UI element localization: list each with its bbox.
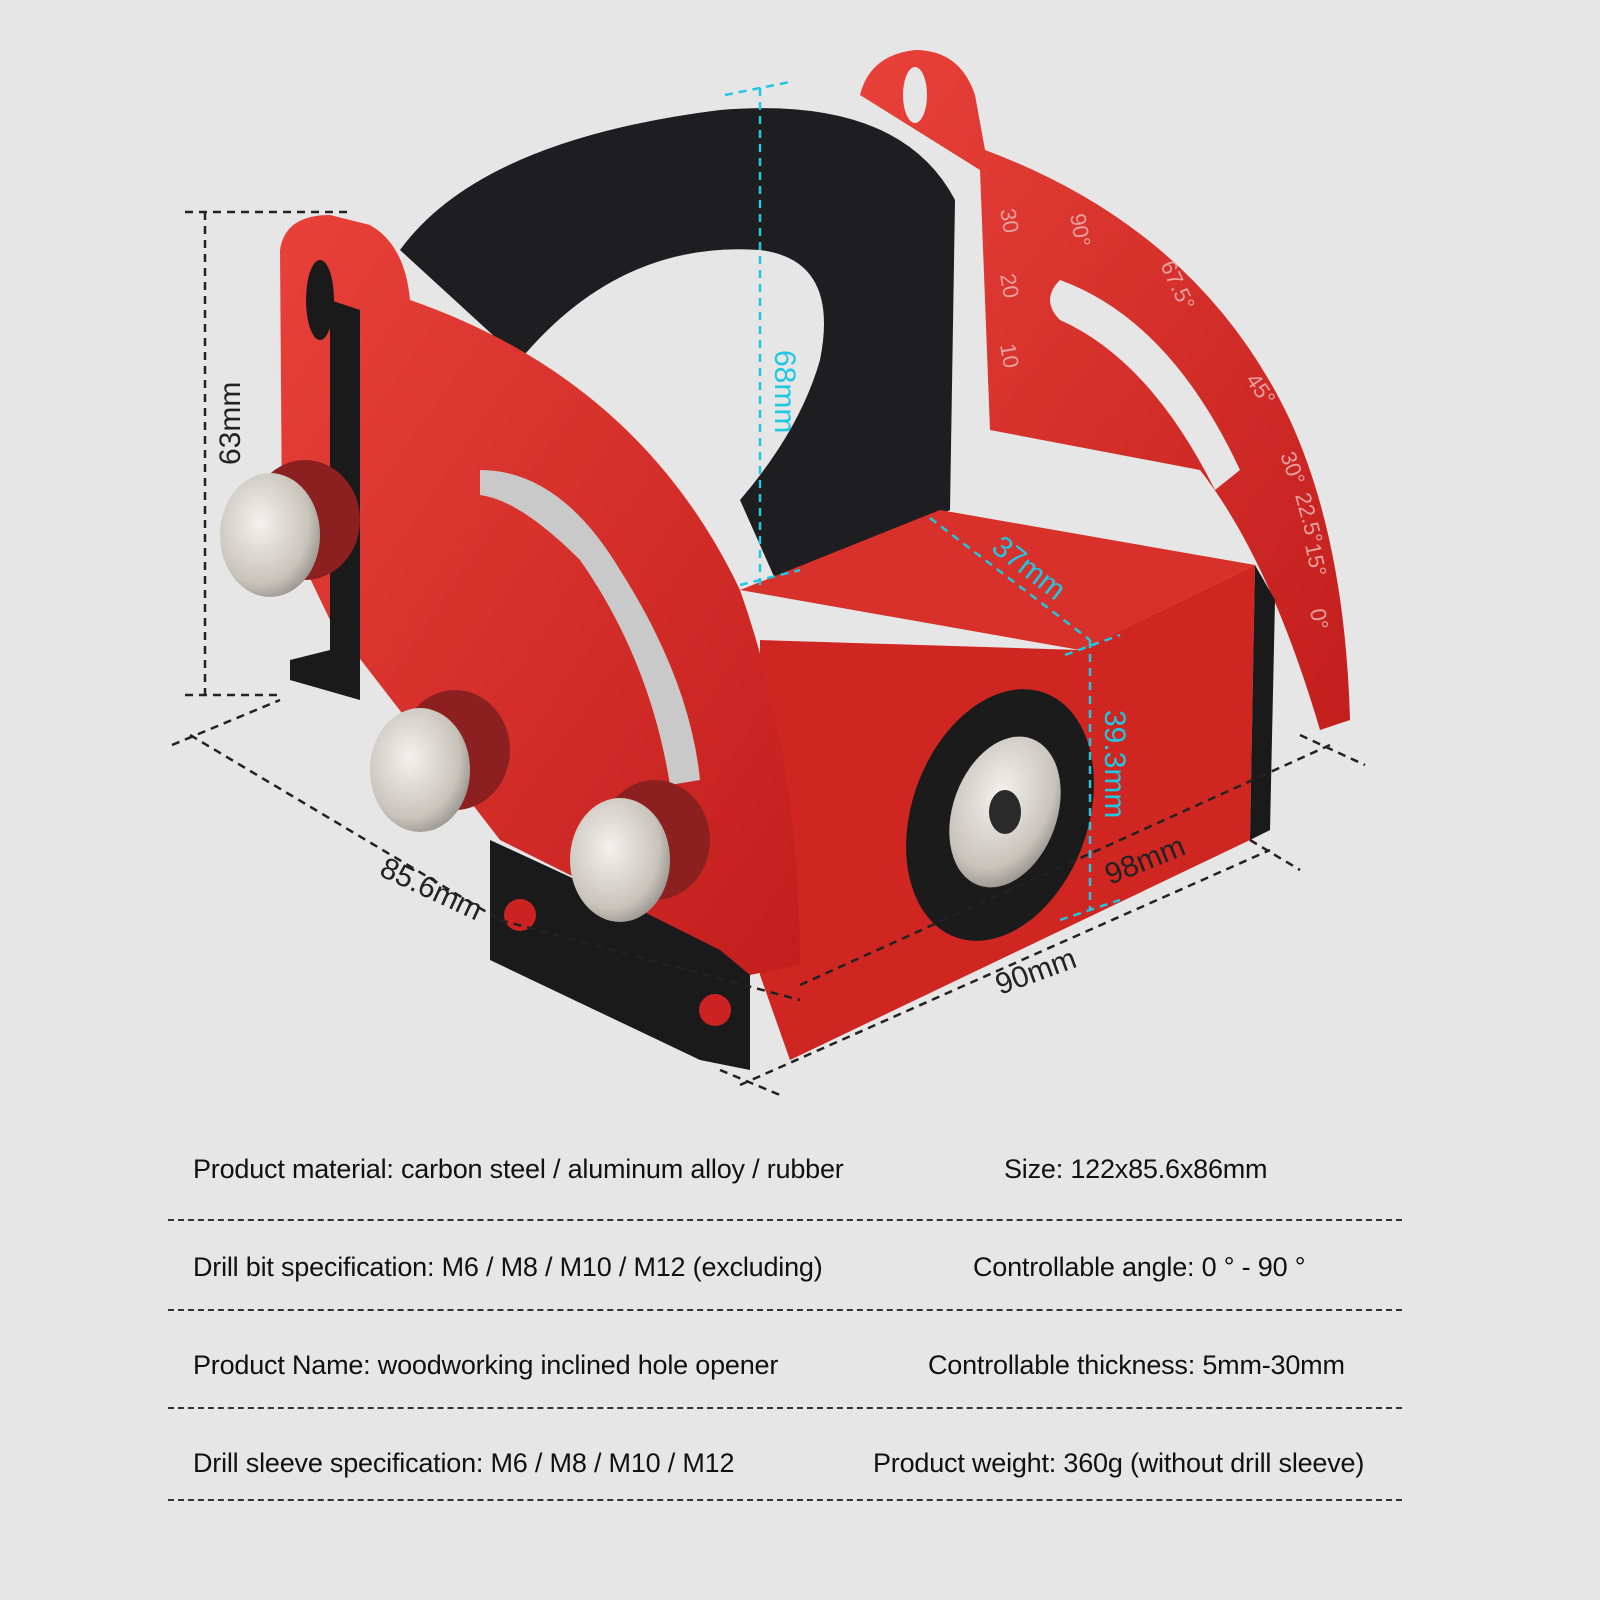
- divider: [168, 1309, 1402, 1311]
- spec-drill-bit: Drill bit specification: M6 / M8 / M10 /…: [193, 1252, 823, 1282]
- spec-name: Product Name: woodworking inclined hole …: [193, 1350, 779, 1380]
- svg-text:0°: 0°: [1305, 607, 1333, 632]
- handle: [400, 108, 955, 590]
- spec-row: Product material: carbon steel / aluminu…: [168, 1154, 1402, 1214]
- dim-39-3mm: 39.3mm: [1098, 710, 1131, 818]
- dim-85-6mm: 85.6mm: [375, 851, 487, 927]
- spec-drill-sleeve: Drill sleeve specification: M6 / M8 / M1…: [193, 1448, 735, 1478]
- divider: [168, 1407, 1402, 1409]
- dim-63mm: 63mm: [214, 382, 247, 465]
- divider: [168, 1219, 1402, 1221]
- knob-2[interactable]: [370, 690, 510, 832]
- product-image: 30 20 10 90° 67.5° 45° 30° 22.5° 15° 0° …: [171, 50, 1366, 1097]
- svg-text:10: 10: [995, 342, 1024, 370]
- knob-3[interactable]: [570, 780, 710, 922]
- spec-weight: Product weight: 360g (without drill slee…: [873, 1448, 1365, 1478]
- dim-68mm: 68mm: [768, 350, 801, 433]
- drill-guide-body: [740, 510, 1275, 1060]
- svg-text:20: 20: [995, 272, 1024, 300]
- angle-plate: [860, 50, 1350, 730]
- knob-1[interactable]: [220, 460, 360, 597]
- svg-text:30: 30: [995, 207, 1024, 235]
- spec-size: Size: 122x85.6x86mm: [1004, 1154, 1268, 1184]
- spec-thickness: Controllable thickness: 5mm-30mm: [928, 1350, 1345, 1380]
- svg-text:90°: 90°: [1065, 212, 1095, 249]
- spec-row: Drill bit specification: M6 / M8 / M10 /…: [168, 1252, 1402, 1312]
- spec-row: Drill sleeve specification: M6 / M8 / M1…: [168, 1448, 1402, 1508]
- spec-row: Product Name: woodworking inclined hole …: [168, 1350, 1402, 1410]
- spec-material: Product material: carbon steel / aluminu…: [193, 1154, 844, 1184]
- angle-scale: 30 20 10 90° 67.5° 45° 30° 22.5° 15° 0°: [995, 207, 1333, 632]
- spec-angle: Controllable angle: 0 ° - 90 °: [973, 1252, 1306, 1282]
- dimension-lines: [171, 210, 1366, 1097]
- base-block: [490, 840, 750, 1070]
- divider: [168, 1499, 1402, 1501]
